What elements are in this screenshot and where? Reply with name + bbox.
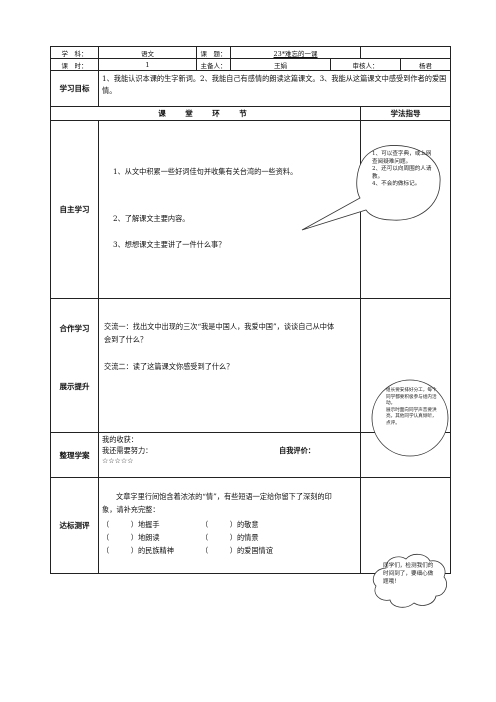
cooperate-content: 交流一：找出文中出现的三次“我是中国人，我爱中国”，谈谈自己从中体会到了什么？ … [97, 298, 362, 433]
section-header-right: 学法指导 [360, 106, 452, 121]
header-blank [360, 46, 452, 59]
cooperate-guide-text: 组长要安排好分工，每个同学都要积极参与组内活动。 展示时面向同学声音要洪亮，其他… [386, 388, 437, 426]
self-eval-label: 自我评价： [279, 446, 315, 455]
effort-label: 我还需要努力： [102, 446, 153, 455]
test-line-1b: （ ）的敬意 [201, 520, 259, 529]
self-study-item-2: 2、了解课文主要内容。 [113, 214, 190, 223]
period-label: 课 时： [50, 58, 99, 71]
test-line-3a: （ ）的民族精神 [102, 546, 174, 555]
test-guide [360, 477, 452, 574]
topic-label: 课 题： [196, 46, 231, 59]
cooperate-label: 合作学习 [59, 324, 90, 333]
test-guide-bubble: 同学们，检测我们的时间到了，要细心做题哦！ [368, 550, 450, 612]
subject-label: 学 科： [50, 46, 99, 59]
topic-value: 23*难忘的一课 [229, 46, 362, 59]
goals-label: 学习目标 [50, 70, 99, 107]
test-line-3b: （ ）的爱国情谊 [201, 546, 273, 555]
organize-content: 我的收获： 我还需要努力： 自我评价： ☆☆☆☆☆ [97, 432, 362, 478]
exchange-one: 交流一：找出文中出现的三次“我是中国人，我爱中国”，谈谈自己从中体会到了什么？ [104, 322, 335, 344]
test-guide-text: 同学们，检测我们的时间到了，要细心做题哦！ [383, 563, 434, 585]
self-study-label: 自主学习 [50, 120, 99, 299]
lesson-plan-sheet: 学 科： 语文 课 题： 23*难忘的一课 课 时： 1 主备人： 王娟 审核人… [49, 46, 452, 615]
gain-label: 我的收获： [102, 435, 138, 444]
test-content: 文章字里行间饱含着浓浓的“情”，有些短语一定给你留下了深刻的印象，请补充完整： … [97, 477, 362, 574]
circle-bubble-shape [371, 379, 449, 457]
cooperate-label-cell: 合作学习 展示提升 [50, 298, 99, 433]
cooperate-guide-bubble: 组长要安排好分工，每个同学都要积极参与组内活动。 展示时面向同学声音要洪亮，其他… [370, 378, 450, 458]
header-row-period: 课 时： 1 主备人： 王娟 审核人： 杨君 [50, 58, 452, 71]
test-line-2b: （ ）的情景 [201, 533, 259, 542]
lead-value: 王娟 [230, 58, 331, 71]
rating-stars: ☆☆☆☆☆ [102, 457, 134, 465]
self-study-guide-text: 1、可以查字典，或上网查阅疑难问题。 2、还可以向周围的人请教。 4、不会的做标… [372, 151, 432, 187]
test-intro: 文章字里行间饱含着浓浓的“情”，有些短语一定给你留下了深刻的印象，请补充完整： [102, 492, 332, 514]
test-line-2a: （ ）地朗读 [102, 533, 160, 542]
self-study-guide-bubble: 1、可以查字典，或上网查阅疑难问题。 2、还可以向周围的人请教。 4、不会的做标… [290, 140, 450, 235]
callout-bubble-shape [301, 145, 441, 231]
lead-label: 主备人： [196, 58, 231, 71]
header-row-subject: 学 科： 语文 课 题： 23*难忘的一课 [50, 46, 452, 59]
lesson-plan-table: 学 科： 语文 课 题： 23*难忘的一课 课 时： 1 主备人： 王娟 审核人… [49, 46, 452, 574]
reviewer-label: 审核人： [329, 58, 402, 71]
section-header-left: 课 堂 环 节 [49, 106, 362, 121]
reviewer-value: 杨君 [400, 58, 452, 71]
self-study-item-1: 1、从文中积累一些好词佳句并收集有关台湾的一些资料。 [113, 167, 298, 176]
exchange-two: 交流二：读了这篇课文你感受到了什么？ [104, 362, 234, 371]
goals-row: 学习目标 1、我能认识本课的生字新词。2、我能自己有感情的朗读这篇课文。3、我能… [50, 70, 452, 107]
display-label: 展示提升 [59, 382, 90, 391]
test-row: 达标测评 文章字里行间饱含着浓浓的“情”，有些短语一定给你留下了深刻的印象，请补… [50, 477, 452, 574]
section-header-row: 课 堂 环 节 学法指导 [49, 106, 452, 121]
goals-text: 1、我能认识本课的生字新词。2、我能自己有感情的朗读这篇课文。3、我能从这篇课文… [97, 70, 452, 107]
organize-row: 整理学案 我的收获： 我还需要努力： 自我评价： ☆☆☆☆☆ [50, 432, 452, 478]
period-value: 1 [98, 58, 197, 71]
subject-value: 语文 [98, 46, 197, 59]
test-line-1a: （ ）地握手 [102, 520, 160, 529]
test-label: 达标测评 [50, 477, 99, 574]
self-study-item-3: 3、想想课文主要讲了一件什么事？ [113, 240, 226, 249]
cloud-bubble-shape [372, 553, 447, 608]
organize-label: 整理学案 [50, 432, 99, 478]
